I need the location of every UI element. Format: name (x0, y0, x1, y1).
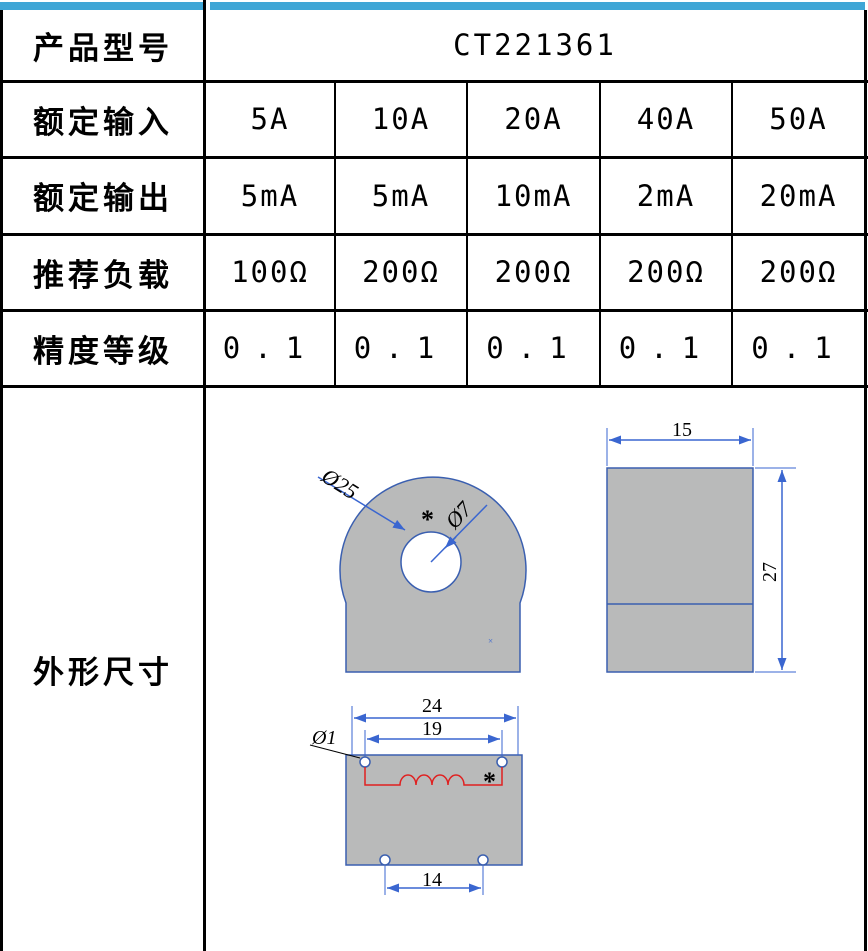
row-label: 精度等级 (33, 333, 173, 370)
pin-span-inner-label: 19 (422, 718, 442, 740)
row-value: 10mA (494, 178, 573, 213)
row-value: 0.1 (222, 331, 318, 365)
outer-diameter-label: Ø25 (317, 463, 363, 505)
row-value: 5A (250, 102, 290, 136)
model-value: CT221361 (453, 28, 617, 62)
svg-text:×: × (488, 636, 493, 646)
side-width-label: 15 (672, 419, 692, 441)
side-height-label: 27 (759, 562, 781, 582)
polarity-mark: * (421, 505, 434, 534)
row-value: 40A (636, 102, 696, 136)
header-accent-bar (0, 2, 203, 10)
pin-span-outer-label: 24 (422, 695, 442, 717)
header-accent-bar (210, 2, 865, 10)
side-view: 15 27 (606, 419, 796, 673)
row-value: 2mA (636, 178, 696, 213)
row-value: 200Ω (362, 255, 440, 289)
row-value: 5mA (371, 178, 431, 213)
dimensions-label: 外形尺寸 (33, 655, 173, 691)
row-label: 推荐负载 (33, 257, 173, 294)
model-label: 产品型号 (33, 30, 173, 67)
row-label: 额定输出 (33, 181, 173, 217)
row-value: 200Ω (759, 255, 838, 289)
row-value: 5mA (240, 178, 300, 213)
row-value: 20A (504, 102, 563, 136)
row-value: 200Ω (627, 255, 705, 289)
row-value: 200Ω (494, 255, 573, 289)
row-value: 0.1 (353, 331, 449, 365)
row-label: 额定输入 (33, 104, 173, 141)
bottom-pin-span-label: 14 (422, 869, 442, 891)
pin-diameter-label: Ø1 (311, 727, 336, 749)
row-value: 0.1 (751, 331, 846, 365)
row-value: 50A (769, 102, 828, 136)
row-value: 0.1 (618, 331, 714, 365)
pin-view: 24 19 Ø1 * 14 (309, 695, 523, 895)
row-value: 10A (371, 102, 431, 136)
coil-symbol (364, 767, 503, 786)
row-value: 20mA (759, 178, 838, 213)
pin-polarity-mark: * (483, 767, 496, 796)
front-view: Ø25 Ø7 * × (317, 463, 527, 673)
row-value: 100Ω (231, 255, 309, 289)
row-value: 0.1 (486, 331, 581, 365)
